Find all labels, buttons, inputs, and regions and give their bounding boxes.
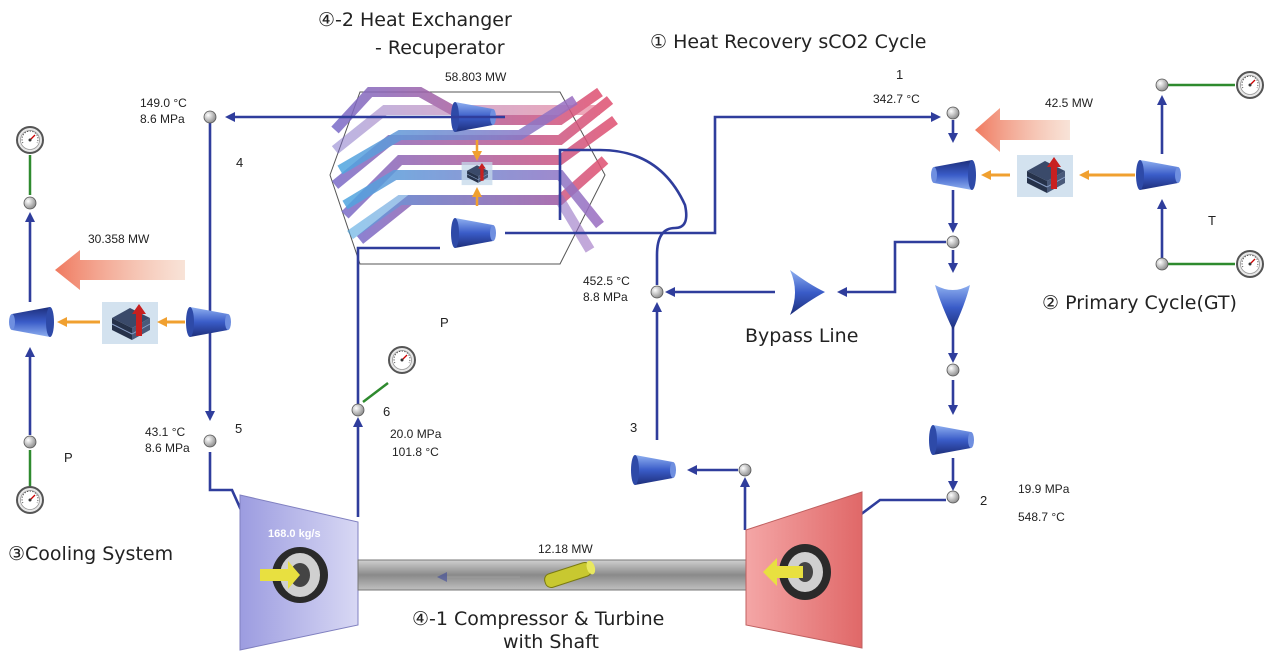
node-label-1: 1: [896, 67, 904, 82]
bypass-mix-temp: 452.5 °C: [583, 274, 630, 288]
primary-t-label: T: [1208, 213, 1216, 228]
turbine-outlet-valve-icon: [631, 455, 676, 485]
primary-heat-exchanger-icon: [1016, 154, 1074, 198]
node-4-icon: [203, 110, 217, 124]
primary-heat-arrow-icon: [975, 108, 1070, 152]
shaft-title-1: ④-1 Compressor & Turbine: [412, 608, 665, 630]
cooling-outlet-node-icon: [23, 196, 37, 210]
mass-flow: 168.0 kg/s: [268, 528, 321, 540]
primary-inlet-gauge-icon: [1236, 250, 1264, 278]
recuperator-title-1: ④-2 Heat Exchanger: [318, 9, 512, 31]
shaft-title-2: with Shaft: [503, 631, 599, 653]
compressor-outlet-gauge-icon: [388, 346, 416, 374]
recuperator-core-icon: [461, 161, 493, 186]
cooling-inlet-gauge-icon: [16, 486, 44, 514]
primary-cycle-title: ② Primary Cycle(GT): [1042, 292, 1237, 314]
primary-outlet-node-icon: [1155, 78, 1169, 92]
state4-temp: 149.0 °C: [140, 96, 187, 110]
node-label-4: 4: [236, 155, 244, 170]
recuperator: [329, 87, 618, 265]
cooler-heat-arrow-icon: [55, 250, 185, 290]
cooler-sco2-valve-icon: [186, 307, 231, 337]
compressor-rotor-icon: [260, 547, 328, 603]
turbine-exit-node-icon: [738, 463, 752, 477]
state4-press: 8.6 MPa: [140, 112, 185, 126]
cooling-outlet-gauge-icon: [16, 126, 44, 154]
node-label-2: 2: [980, 493, 988, 508]
state2-press: 19.9 MPa: [1018, 482, 1070, 496]
turbine-rotor-icon: [763, 544, 831, 600]
primary-outlet-gauge-icon: [1236, 71, 1264, 99]
state5-press: 8.6 MPa: [145, 441, 190, 455]
cooler-heat-exchanger-icon: [101, 301, 159, 345]
cooling-inlet-node-icon: [23, 435, 37, 449]
state6-press: 20.0 MPa: [390, 427, 442, 441]
node-6-icon: [351, 403, 365, 417]
generator-icon: [544, 560, 596, 589]
state2-temp: 548.7 °C: [1018, 510, 1065, 524]
state5-temp: 43.1 °C: [145, 425, 186, 439]
bypass-split-node-icon: [946, 235, 960, 249]
state1-temp: 342.7 °C: [873, 92, 920, 106]
state6-temp: 101.8 °C: [392, 445, 439, 459]
cooler-duty: 30.358 MW: [88, 232, 150, 246]
bypass-line-label: Bypass Line: [745, 325, 859, 347]
turbine-inlet-valve-icon: [929, 425, 974, 455]
cooling-p-label: P: [64, 450, 73, 465]
bypass-mix-press: 8.8 MPa: [583, 290, 628, 304]
shaft: [357, 559, 747, 591]
node-label-6: 6: [383, 404, 391, 419]
cooling-system-title: ③Cooling System: [8, 543, 174, 565]
primary-cycle: [931, 71, 1264, 278]
primary-inlet-node-icon: [1155, 257, 1169, 271]
turbine-feed-node-icon: [946, 363, 960, 377]
shaft-power: 12.18 MW: [538, 542, 593, 556]
node-5-icon: [203, 434, 217, 448]
compressor: [239, 494, 359, 651]
primary-sco2-valve-icon: [931, 160, 976, 190]
cooling-water-valve-icon: [9, 307, 54, 337]
node-1-icon: [946, 106, 960, 120]
bypass-mix-node-icon: [650, 285, 664, 299]
node-2-icon: [946, 490, 960, 504]
turbine: [745, 491, 863, 649]
primary-gas-valve-icon: [1136, 160, 1181, 190]
sco2-cycle-title: ① Heat Recovery sCO2 Cycle: [650, 31, 927, 53]
recuperator-p-label: P: [440, 315, 449, 330]
recuperator-duty: 58.803 MW: [445, 70, 507, 84]
node-label-5: 5: [235, 421, 243, 436]
node-label-3: 3: [630, 420, 638, 435]
cooling-system: [9, 126, 231, 514]
bypass-splitter-valve-icon: [935, 285, 970, 330]
bypass-valve-icon: [790, 270, 825, 315]
primary-duty: 42.5 MW: [1045, 96, 1094, 110]
recuperator-title-2: - Recuperator: [375, 37, 505, 59]
